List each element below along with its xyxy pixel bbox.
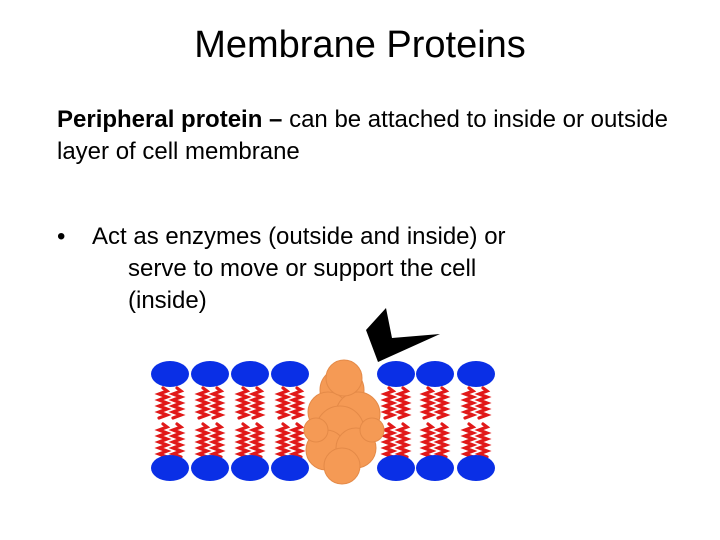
- lipid-tail-icon: [234, 386, 252, 420]
- lipid-tail-icon: [380, 422, 398, 459]
- lipid-tail-icon: [460, 386, 478, 420]
- phospholipid-head-icon: [191, 455, 229, 481]
- lipid-tail-icon: [288, 422, 306, 459]
- lipid-tail-icon: [474, 422, 492, 459]
- lipid-tail-icon: [394, 386, 412, 420]
- protein-lobe: [359, 417, 385, 443]
- phospholipid-head-icon: [416, 455, 454, 481]
- lipid-tail-icon: [419, 422, 437, 459]
- lipid-tail-icon: [288, 386, 306, 420]
- lipid-tail-icon: [248, 422, 266, 459]
- phospholipid-heads-top: [151, 361, 495, 387]
- phospholipid-head-icon: [377, 361, 415, 387]
- phospholipid-head-icon: [191, 361, 229, 387]
- protein-lobe: [323, 447, 361, 485]
- bullet-line: serve to move or support the cell: [128, 255, 477, 282]
- phospholipid-head-icon: [151, 455, 189, 481]
- definition-paragraph: Peripheral protein – can be attached to …: [57, 104, 677, 168]
- phospholipid-head-icon: [151, 361, 189, 387]
- slide-title: Membrane Proteins: [194, 24, 526, 66]
- lipid-tail-icon: [194, 422, 212, 459]
- definition-term: Peripheral protein –: [57, 106, 283, 133]
- lipid-tail-icon: [248, 386, 266, 420]
- phospholipid-heads-bottom: [151, 455, 495, 481]
- lipid-tail-icon: [380, 386, 398, 420]
- membrane-protein-icon: [303, 359, 385, 485]
- lipid-tail-icon: [168, 422, 186, 459]
- bullet-line: (inside): [128, 287, 207, 314]
- phospholipid-head-icon: [231, 361, 269, 387]
- definition-text: can be attached to inside or outside lay…: [57, 106, 668, 165]
- lipid-tail-icon: [154, 422, 172, 459]
- lipid-tails: [154, 386, 492, 459]
- lipid-tail-icon: [154, 386, 172, 420]
- lipid-tail-icon: [394, 422, 412, 459]
- lipid-tail-icon: [474, 386, 492, 420]
- bullet-line: Act as enzymes (outside and inside) or: [92, 223, 506, 250]
- membrane-diagram: [151, 308, 495, 485]
- lipid-tail-icon: [194, 386, 212, 420]
- lipid-tail-icon: [274, 422, 292, 459]
- lipid-tail-icon: [208, 422, 226, 459]
- phospholipid-head-icon: [271, 455, 309, 481]
- bullet-text: Act as enzymes (outside and inside) or s…: [92, 221, 612, 317]
- lipid-tail-icon: [168, 386, 186, 420]
- phospholipid-head-icon: [377, 455, 415, 481]
- phospholipid-head-icon: [231, 455, 269, 481]
- lipid-tail-icon: [433, 422, 451, 459]
- lipid-tail-icon: [419, 386, 437, 420]
- phospholipid-head-icon: [271, 361, 309, 387]
- protein-lobe: [325, 359, 363, 397]
- lipid-tail-icon: [433, 386, 451, 420]
- peripheral-protein-icon: [366, 308, 440, 362]
- phospholipid-head-icon: [416, 361, 454, 387]
- lipid-tail-icon: [460, 422, 478, 459]
- bullet-dot-icon: •: [57, 223, 66, 250]
- lipid-tail-icon: [234, 422, 252, 459]
- phospholipid-head-icon: [457, 455, 495, 481]
- phospholipid-head-icon: [457, 361, 495, 387]
- peripheral-protein-shape: [366, 308, 440, 362]
- lipid-tail-icon: [208, 386, 226, 420]
- protein-lobe: [303, 417, 329, 443]
- lipid-tail-icon: [274, 386, 292, 420]
